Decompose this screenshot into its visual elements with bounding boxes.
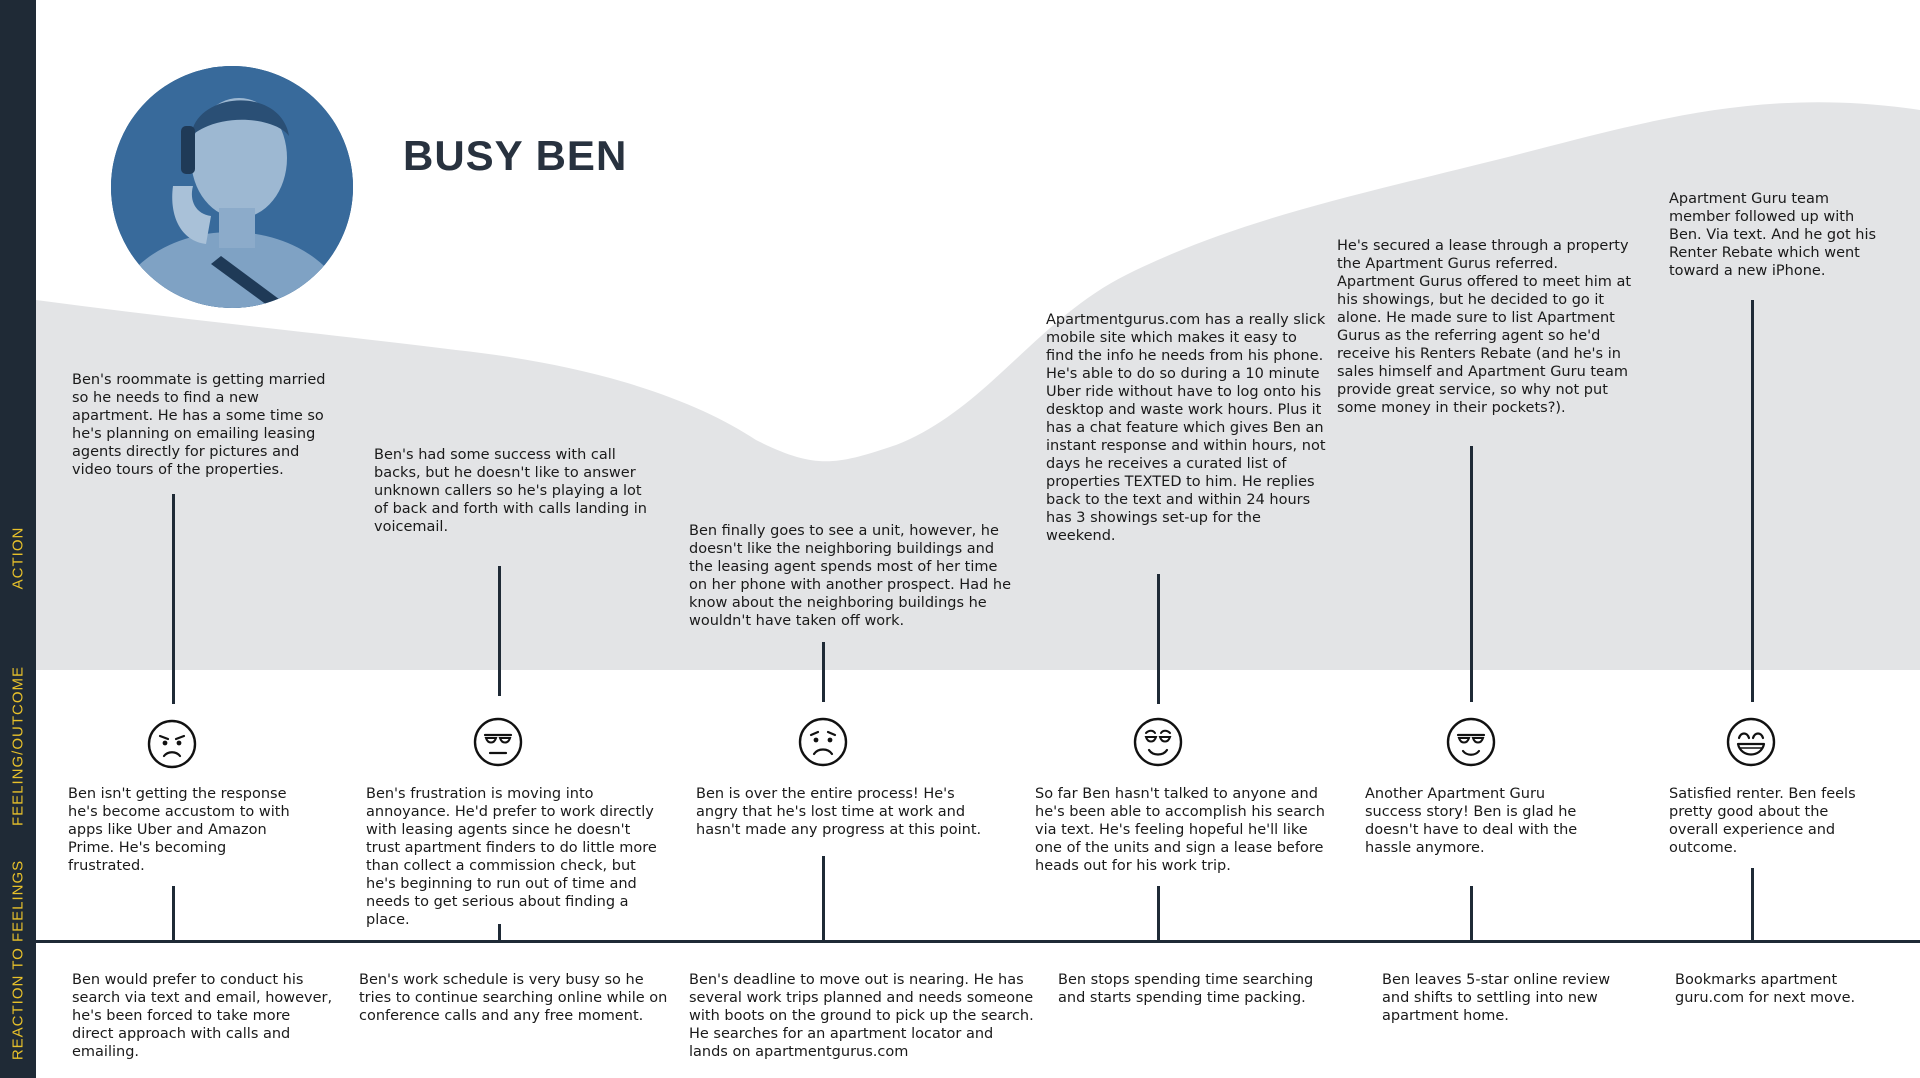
frustrated-face-icon <box>147 719 197 769</box>
stage-4-action-connector <box>1157 574 1160 704</box>
stage-1-reaction: Ben would prefer to conduct his search v… <box>72 972 333 1060</box>
persona-photo <box>111 66 353 308</box>
stage-4-action: Apartmentgurus.com has a really slick mo… <box>1046 312 1326 544</box>
journey-wave-background <box>36 102 1920 670</box>
stage-1-feeling: Ben isn't getting the response he's beco… <box>68 786 290 874</box>
stage-6-feeling: Satisfied renter. Ben feels pretty good … <box>1669 786 1856 856</box>
persona-name: BUSY BEN <box>403 132 628 179</box>
hopeful-face-icon <box>1133 717 1183 767</box>
stage-6-reaction: Bookmarks apartment guru.com for next mo… <box>1675 972 1856 1006</box>
stage-4-feeling: So far Ben hasn't talked to anyone and h… <box>1035 786 1325 874</box>
stage-3-feeling: Ben is over the entire process! He's ang… <box>696 786 982 838</box>
stage-5-feeling-connector <box>1470 886 1473 940</box>
stage-6-action: Apartment Guru team member followed up w… <box>1669 191 1877 279</box>
stage-6-action-connector <box>1751 300 1754 702</box>
stage-3-feeling-connector <box>822 856 825 940</box>
stage-5-action-connector <box>1470 446 1473 702</box>
stage-4-reaction: Ben stops spending time searching and st… <box>1058 972 1314 1006</box>
row-labels-sidebar <box>0 0 36 1078</box>
stage-2-feeling-connector <box>498 924 501 940</box>
stage-5-action: He's secured a lease through a property … <box>1337 238 1632 416</box>
happy-face-icon <box>1726 717 1776 767</box>
stage-4-feeling-connector <box>1157 886 1160 940</box>
row-label-action: ACTION <box>9 526 27 590</box>
stage-6-feeling-connector <box>1751 868 1754 940</box>
row-label-reaction: REACTION TO FEELINGS <box>9 859 27 1061</box>
stage-2-action-connector <box>498 566 501 696</box>
sad-face-icon <box>798 717 848 767</box>
content-face-icon <box>1446 717 1496 767</box>
stage-2-reaction: Ben's work schedule is very busy so he t… <box>359 972 668 1024</box>
stage-1-action-connector <box>172 494 175 704</box>
stage-1-feeling-connector <box>172 886 175 940</box>
stage-5-reaction: Ben leaves 5-star online review and shif… <box>1382 972 1611 1024</box>
man-on-phone-photo-icon <box>111 66 353 308</box>
stage-5-feeling: Another Apartment Guru success story! Be… <box>1365 786 1578 856</box>
annoyed-face-icon <box>473 717 523 767</box>
stage-1-action: Ben's roommate is getting married so he … <box>72 372 326 478</box>
stage-3-action: Ben finally goes to see a unit, however,… <box>689 523 1012 629</box>
stage-2-feeling: Ben's frustration is moving into annoyan… <box>366 786 657 928</box>
stage-3-reaction: Ben's deadline to move out is nearing. H… <box>689 972 1034 1060</box>
row-label-feeling: FEELING/OUTCOME <box>9 665 27 827</box>
timeline-baseline <box>36 940 1920 943</box>
stage-2-action: Ben's had some success with call backs, … <box>374 447 647 535</box>
stage-3-action-connector <box>822 642 825 702</box>
